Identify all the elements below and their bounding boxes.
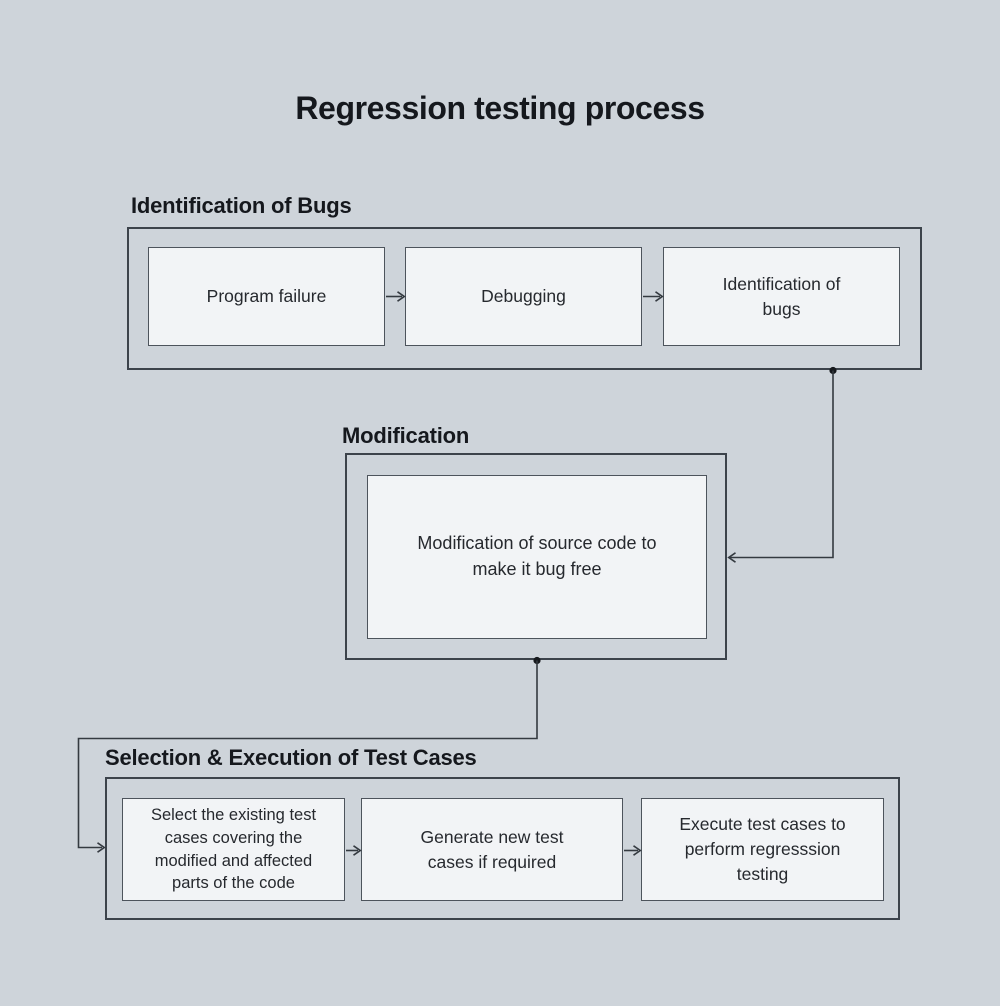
node-label: Debugging [481,286,566,307]
node-label: Execute test cases to perform regresssio… [679,814,846,884]
node-modification-of-source-code: Modification of source code to make it b… [367,475,707,639]
node-program-failure: Program failure [148,247,385,346]
node-execute-test-cases: Execute test cases to perform regresssio… [641,798,884,901]
arrowhead-left-icon [727,552,736,563]
arrowhead-right-icon [97,842,106,853]
node-generate-new-test-cases: Generate new test cases if required [361,798,623,901]
node-label: Modification of source code to make it b… [417,533,657,579]
node-label: Identification of bugs [722,273,841,319]
node-debugging: Debugging [405,247,642,346]
connector-bugs-to-modification [730,370,834,559]
node-label: Generate new test cases if required [420,826,564,872]
node-select-existing-test-cases: Select the existing test cases covering … [122,798,345,901]
group-identification-of-bugs [127,227,922,370]
node-label: Program failure [206,286,327,307]
node-label: Select the existing test cases covering … [150,805,317,893]
group-label-selection-execution-test-cases: Selection & Execution of Test Cases [105,745,477,770]
group-label-modification: Modification [342,423,470,448]
node-identification-of-bugs: Identification of bugs [663,247,900,346]
group-label-identification-of-bugs: Identification of Bugs [131,193,352,218]
diagram-title: Regression testing process [295,90,705,126]
